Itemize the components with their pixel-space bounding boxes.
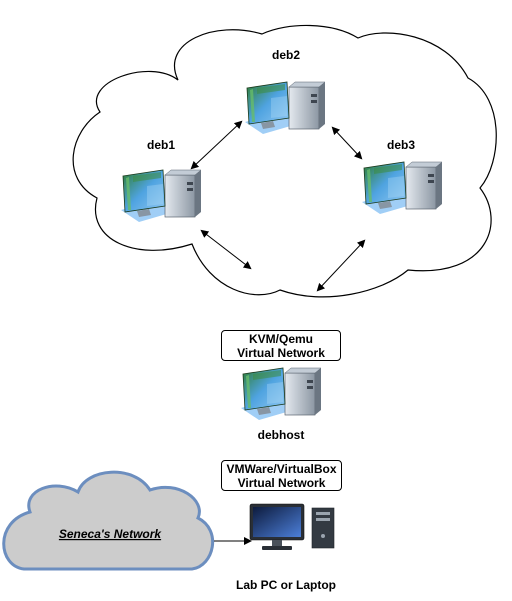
link-deb3-cloud xyxy=(316,239,366,292)
seneca-cloud xyxy=(2,470,215,571)
deb3-server-icon[interactable] xyxy=(361,161,443,215)
link-deb1-deb2 xyxy=(190,120,243,170)
debhost-label: debhost xyxy=(258,428,305,442)
seneca-network-label: Seneca's Network xyxy=(59,527,163,541)
vmware-network-line2: Virtual Network xyxy=(237,476,326,490)
lab-pc-icon[interactable] xyxy=(249,503,335,551)
deb1-label: deb1 xyxy=(147,138,175,152)
lab-pc-label: Lab PC or Laptop xyxy=(236,578,336,592)
kvm-network-box: KVM/Qemu Virtual Network xyxy=(221,330,341,361)
vmware-network-line1: VMWare/VirtualBox xyxy=(226,462,337,476)
kvm-network-line2: Virtual Network xyxy=(237,346,325,360)
deb3-label: deb3 xyxy=(387,138,415,152)
vm-cloud xyxy=(72,24,497,298)
deb2-server-icon[interactable] xyxy=(244,81,326,135)
debhost-server-icon[interactable] xyxy=(240,367,322,421)
deb2-label: deb2 xyxy=(272,48,300,62)
link-deb2-deb3 xyxy=(331,126,363,160)
deb1-server-icon[interactable] xyxy=(120,169,202,223)
link-deb1-cloud xyxy=(200,229,252,270)
vmware-network-box: VMWare/VirtualBox Virtual Network xyxy=(221,460,342,491)
kvm-network-line1: KVM/Qemu xyxy=(248,332,313,346)
